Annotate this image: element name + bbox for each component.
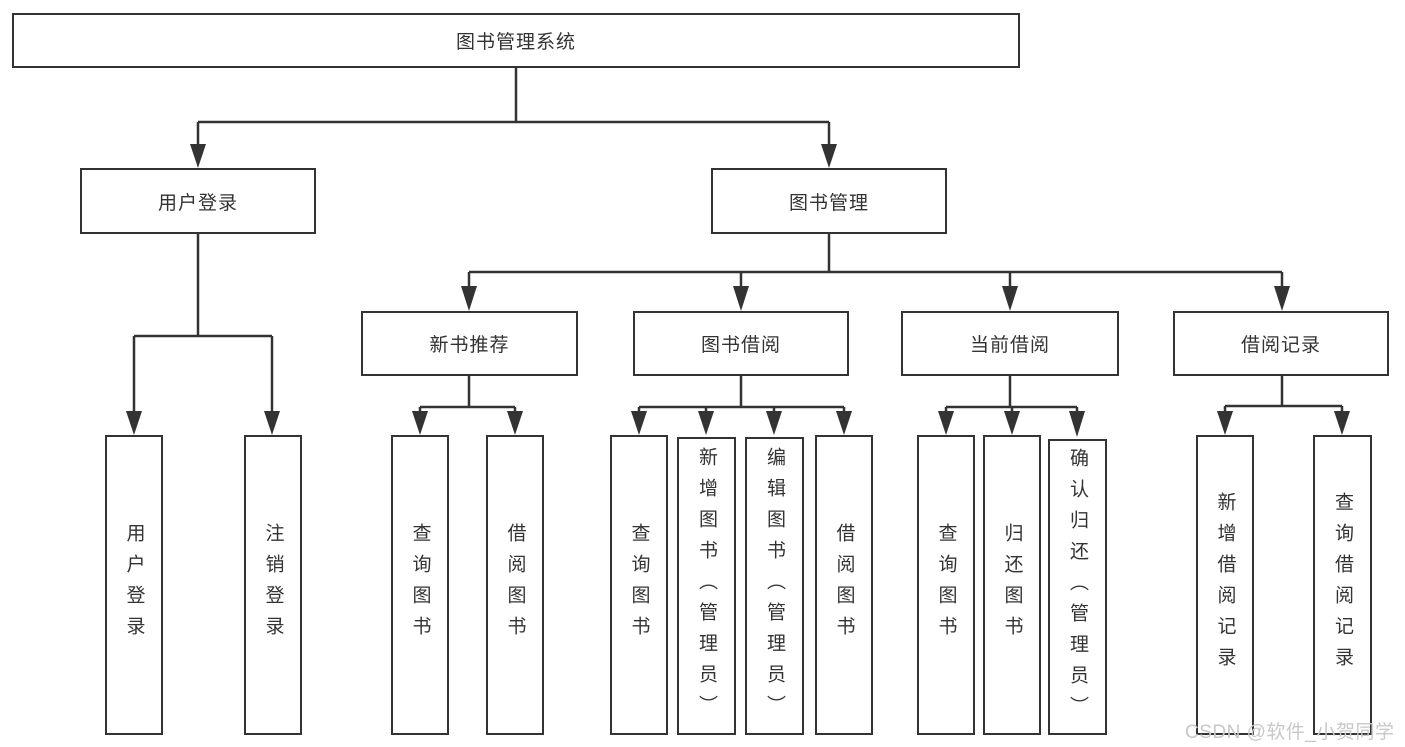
edge-userlogin-to-leaves [132, 234, 274, 413]
leaf-rec-borrow-book: 借阅图书 [486, 435, 544, 735]
arrowhead-icon [461, 286, 477, 311]
leaf-bb-add-book: 新增图书（管理员） [677, 437, 736, 735]
arrowhead-icon [821, 144, 837, 168]
arrowhead-icon [190, 144, 206, 168]
module-current-borrow: 当前借阅 [901, 311, 1119, 376]
arrowhead-icons [126, 144, 1350, 437]
edge-bookmgmt-to-modules [467, 234, 1284, 288]
csdn-watermark: CSDN @软件_小贺同学 [1185, 722, 1395, 743]
leaf-bb-borrow-book-label: 借阅图书 [833, 523, 855, 647]
arrowhead-icon [938, 411, 954, 435]
branch-book-mgmt-label: 图书管理 [788, 192, 869, 214]
edge-borrowrecord-to-leaves [1223, 376, 1344, 413]
arrowhead-icon [507, 411, 523, 435]
leaf-user-login: 用户登录 [105, 435, 163, 735]
arrowhead-icon [766, 411, 782, 435]
arrowhead-icon [1217, 411, 1233, 435]
leaf-br-add-record: 新增借阅记录 [1196, 435, 1254, 735]
branch-user-login-label: 用户登录 [157, 192, 238, 214]
leaf-bb-query-book-label: 查询图书 [628, 523, 650, 647]
edge-root-to-branches [196, 68, 831, 146]
arrowhead-icon [1334, 411, 1350, 435]
branch-book-mgmt: 图书管理 [711, 168, 947, 234]
root-node: 图书管理系统 [12, 13, 1020, 68]
leaf-cb-confirm-return: 确认归还（管理员） [1048, 439, 1107, 735]
leaf-bb-add-book-label: 新增图书（管理员） [696, 446, 717, 726]
leaf-cb-query-book-label: 查询图书 [935, 523, 957, 647]
leaf-rec-query-book: 查询图书 [391, 435, 449, 735]
module-new-book-recommend-label: 新书推荐 [429, 335, 510, 356]
arrowhead-icon [1004, 411, 1020, 435]
arrowhead-icon [126, 411, 142, 435]
leaf-cb-confirm-return-label: 确认归还（管理员） [1067, 447, 1088, 727]
module-new-book-recommend: 新书推荐 [361, 311, 578, 376]
edge-currentborrow-to-leaves [944, 376, 1079, 413]
module-borrow-record: 借阅记录 [1173, 311, 1389, 376]
leaf-cb-return-book: 归还图书 [983, 435, 1041, 735]
tree-edges [132, 68, 1344, 413]
arrowhead-icon [631, 411, 647, 435]
arrowhead-icon [1002, 286, 1018, 311]
leaf-br-query-record: 查询借阅记录 [1313, 435, 1372, 735]
leaf-rec-borrow-book-label: 借阅图书 [504, 523, 526, 647]
module-borrow-record-label: 借阅记录 [1240, 335, 1321, 356]
leaf-cb-query-book: 查询图书 [917, 435, 975, 735]
leaf-cb-return-book-label: 归还图书 [1001, 523, 1023, 647]
module-book-borrow-label: 图书借阅 [700, 335, 781, 356]
leaf-bb-query-book: 查询图书 [610, 435, 668, 735]
leaf-logout: 注销登录 [244, 435, 302, 735]
arrowhead-icon [698, 411, 714, 435]
leaf-rec-query-book-label: 查询图书 [409, 523, 431, 647]
arrowhead-icon [1069, 411, 1085, 437]
arrowhead-icon [412, 411, 428, 435]
module-book-borrow: 图书借阅 [633, 311, 849, 376]
root-node-label: 图书管理系统 [455, 32, 576, 53]
module-current-borrow-label: 当前借阅 [969, 335, 1050, 356]
leaf-user-login-label: 用户登录 [123, 523, 145, 647]
leaf-bb-edit-book: 编辑图书（管理员） [745, 437, 804, 735]
arrowhead-icon [836, 411, 852, 435]
arrowhead-icon [733, 286, 749, 311]
leaf-logout-label: 注销登录 [262, 523, 284, 647]
leaf-bb-borrow-book: 借阅图书 [815, 435, 873, 735]
leaf-br-add-record-label: 新增借阅记录 [1214, 492, 1236, 678]
edge-newbookrec-to-leaves [418, 376, 517, 413]
arrowhead-icon [1274, 286, 1290, 311]
leaf-br-query-record-label: 查询借阅记录 [1332, 492, 1353, 678]
arrowhead-icon [264, 411, 280, 435]
leaf-bb-edit-book-label: 编辑图书（管理员） [764, 446, 785, 726]
branch-user-login: 用户登录 [80, 168, 316, 234]
edge-bookborrow-to-leaves [637, 376, 846, 413]
